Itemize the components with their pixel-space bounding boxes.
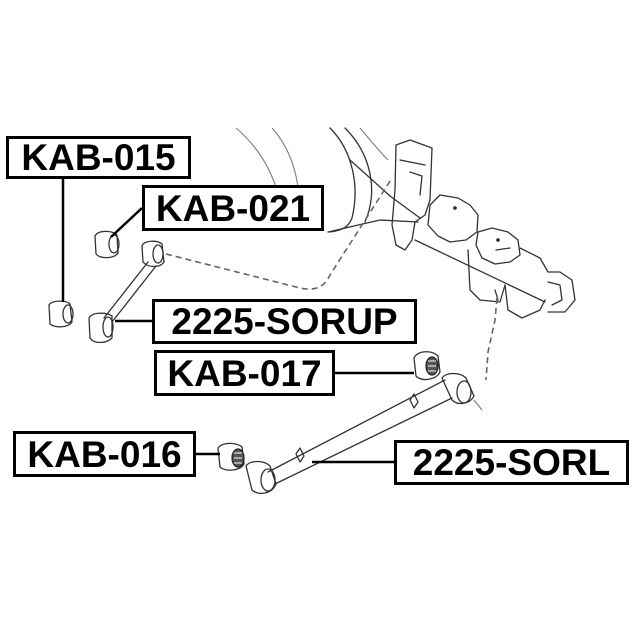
lower-control-arm-drawing [245,372,483,495]
part-label-kab-017[interactable]: KAB-017 [154,350,335,396]
part-label-2225-sorl[interactable]: 2225-SORL [394,440,629,485]
bushing-kab-021-drawing [94,230,120,259]
part-label-kab-015[interactable]: KAB-015 [6,136,191,179]
bushing-kab-016-drawing [217,442,245,471]
alignment-dashes [165,177,498,381]
upper-control-arm-drawing [88,240,165,344]
chassis-sketch [235,127,576,319]
part-label-2225-sorup[interactable]: 2225-SORUP [152,299,417,344]
bushing-kab-015-drawing [48,300,74,328]
bushing-kab-017-drawing [413,351,441,381]
part-label-kab-016[interactable]: KAB-016 [13,431,196,477]
leader-lines [61,178,414,464]
part-label-kab-021[interactable]: KAB-021 [142,185,324,231]
